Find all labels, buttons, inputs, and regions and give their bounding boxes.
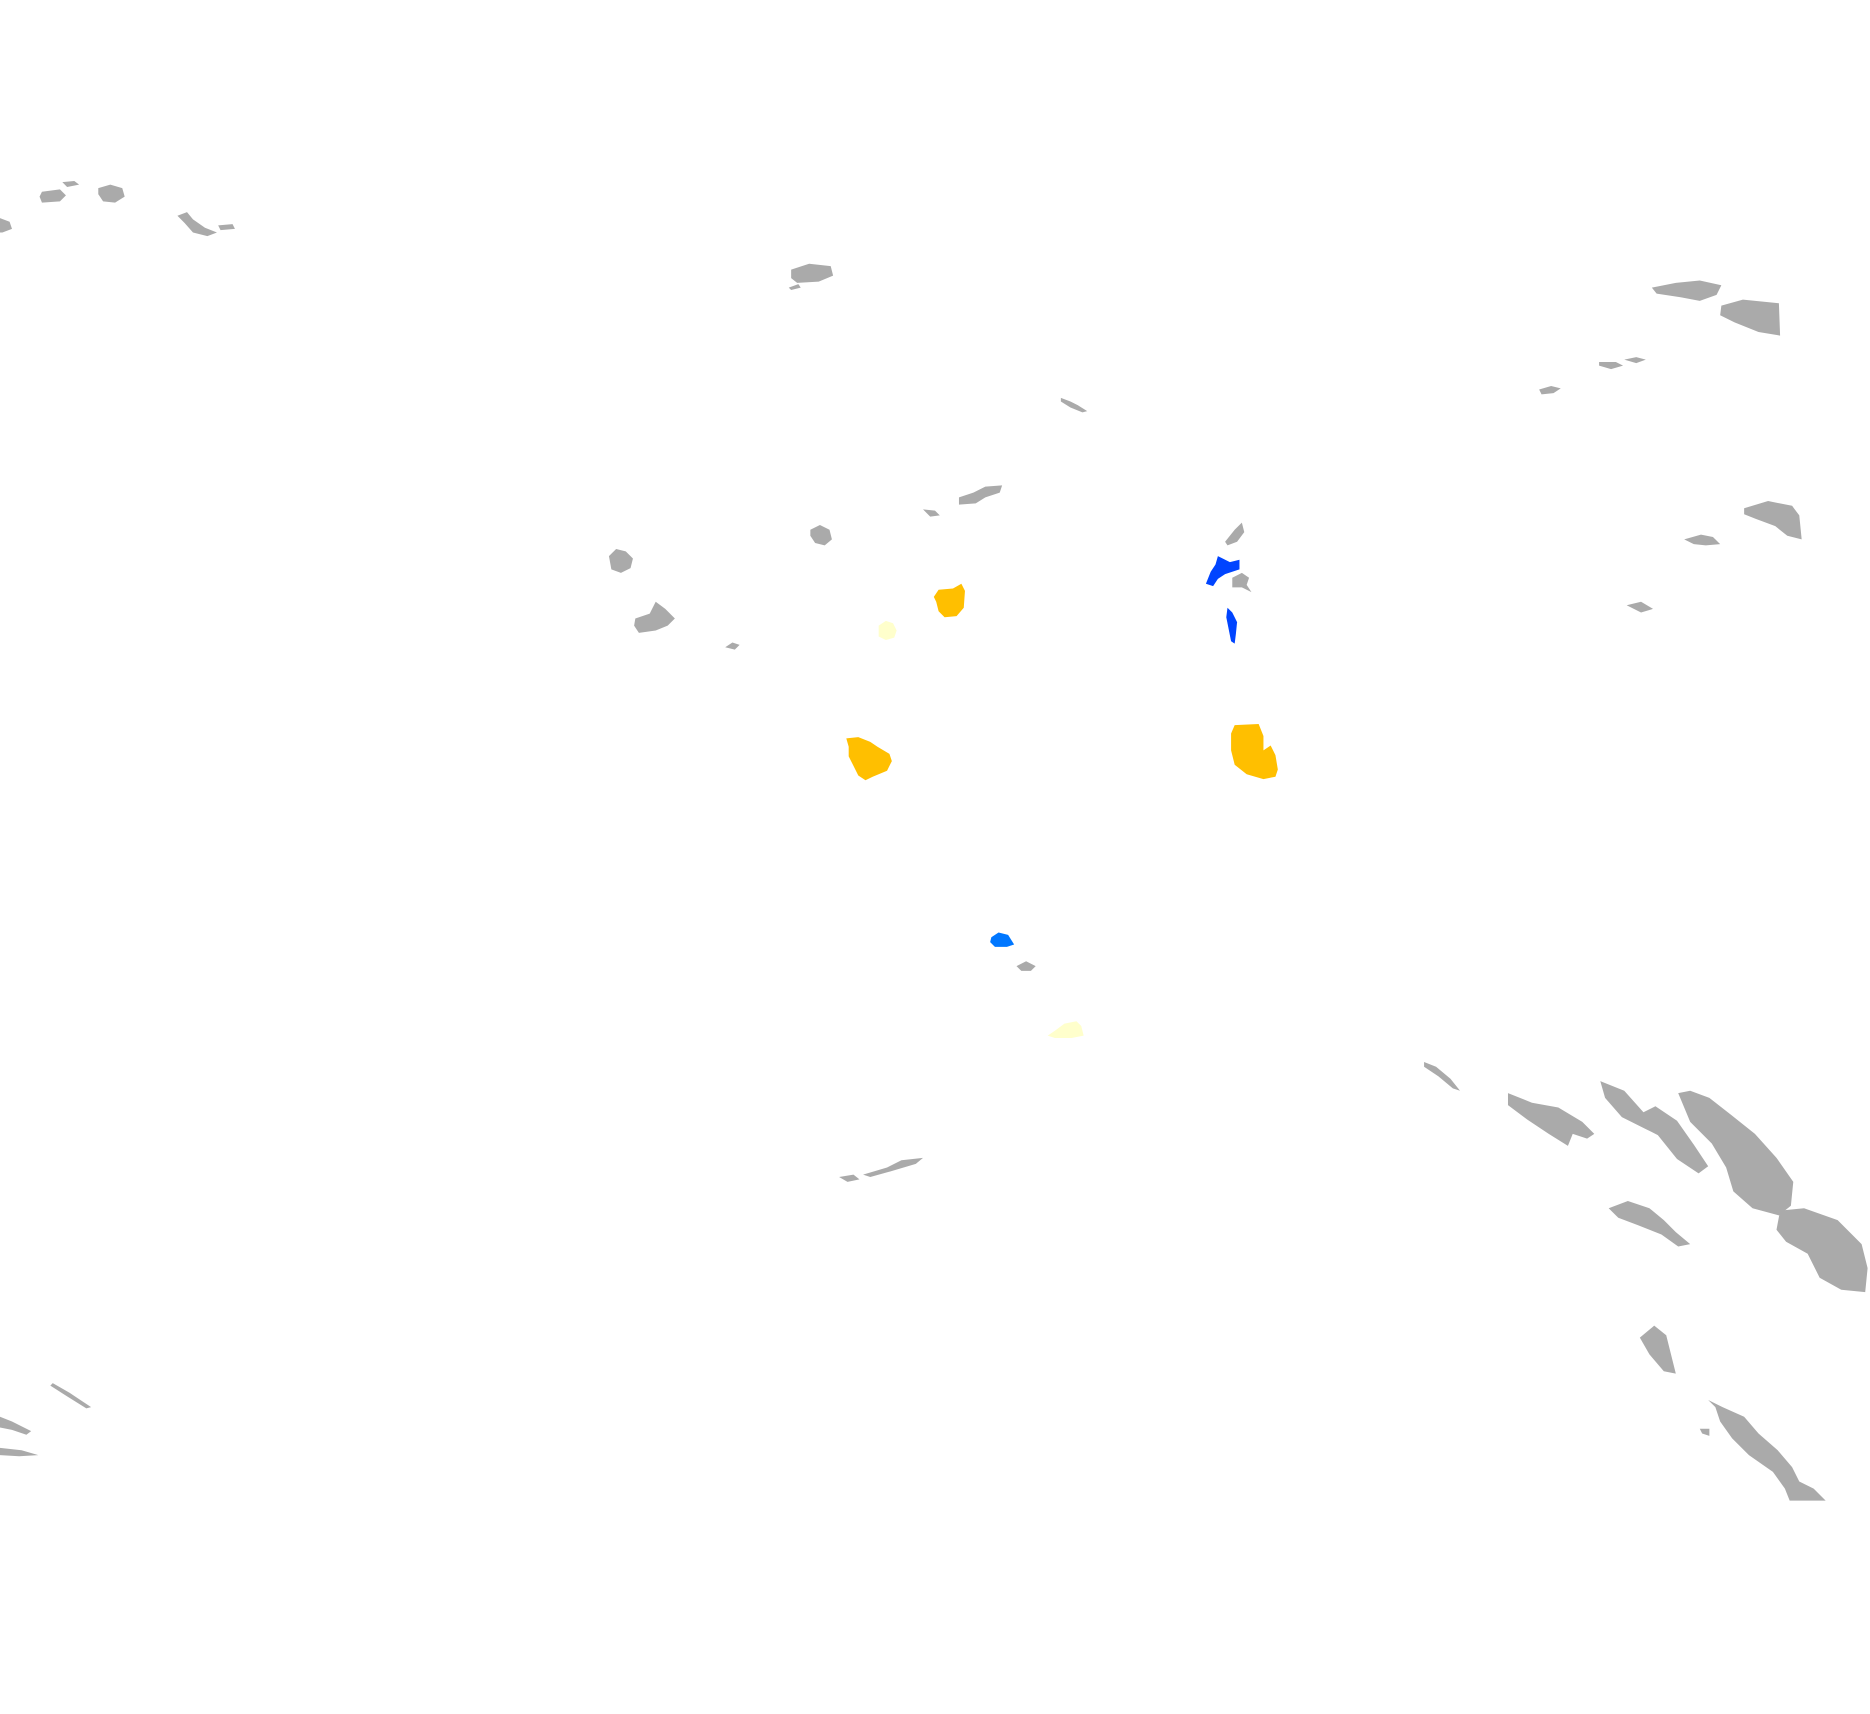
island: [1678, 1090, 1794, 1216]
orange-region: [1231, 723, 1278, 780]
island: [1608, 1200, 1691, 1247]
island: [1776, 1208, 1868, 1293]
island: [725, 642, 740, 650]
island: [1684, 534, 1721, 546]
island: [0, 1416, 39, 1457]
island: [1699, 1399, 1826, 1501]
island: [923, 485, 1003, 517]
no-data-islands: [0, 180, 1868, 1501]
island: [1744, 501, 1802, 540]
island: [608, 548, 633, 573]
island: [1639, 1325, 1676, 1374]
island: [177, 212, 235, 237]
island: [0, 218, 12, 233]
island: [1016, 961, 1036, 971]
pale-yellow-region: [1047, 1021, 1084, 1038]
island: [1060, 397, 1088, 413]
island: [1600, 1081, 1709, 1174]
island: [1626, 601, 1654, 613]
island: [1651, 280, 1781, 336]
island: [788, 263, 834, 291]
island: [1424, 1061, 1461, 1091]
island: [39, 180, 80, 203]
island: [50, 1383, 92, 1409]
island: [1225, 522, 1252, 593]
pale-yellow-region: [878, 620, 897, 641]
island: [98, 184, 125, 203]
orange-region: [933, 583, 965, 618]
island: [1507, 1093, 1595, 1146]
colored-regions: [846, 556, 1278, 1038]
dark-blue-region: [1226, 607, 1238, 644]
island: [810, 524, 832, 546]
orange-region: [846, 737, 892, 781]
island: [634, 601, 675, 633]
dark-blue-region: [1205, 556, 1240, 587]
light-blue-region: [990, 932, 1015, 947]
island: [1539, 357, 1646, 395]
island: [839, 1157, 924, 1182]
